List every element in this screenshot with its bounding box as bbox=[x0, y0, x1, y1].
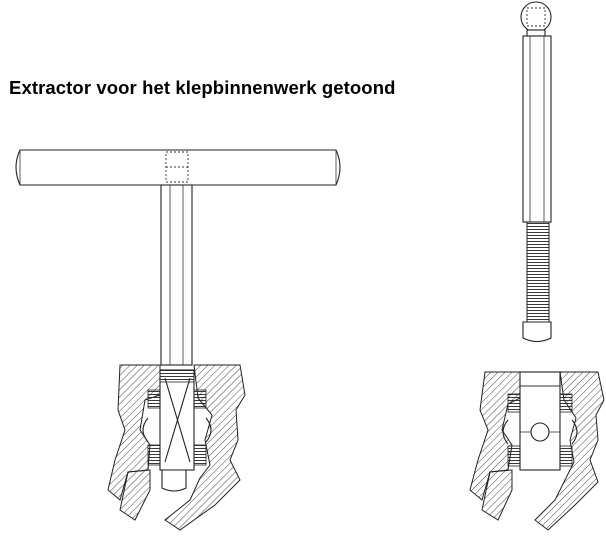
t-handle-crossbar bbox=[15, 149, 341, 186]
extractor-threads bbox=[522, 221, 552, 343]
extractor-shaft bbox=[522, 35, 552, 223]
valve-body-section-right bbox=[469, 371, 605, 531]
t-handle-extractor bbox=[15, 149, 341, 366]
valve-body-section-left bbox=[107, 364, 246, 531]
extractor-removed bbox=[520, 1, 552, 343]
t-handle-shaft bbox=[160, 184, 193, 366]
extractor-knob bbox=[520, 1, 552, 37]
diagram-caption: Extractor voor het klepbinnenwerk getoon… bbox=[9, 77, 396, 98]
